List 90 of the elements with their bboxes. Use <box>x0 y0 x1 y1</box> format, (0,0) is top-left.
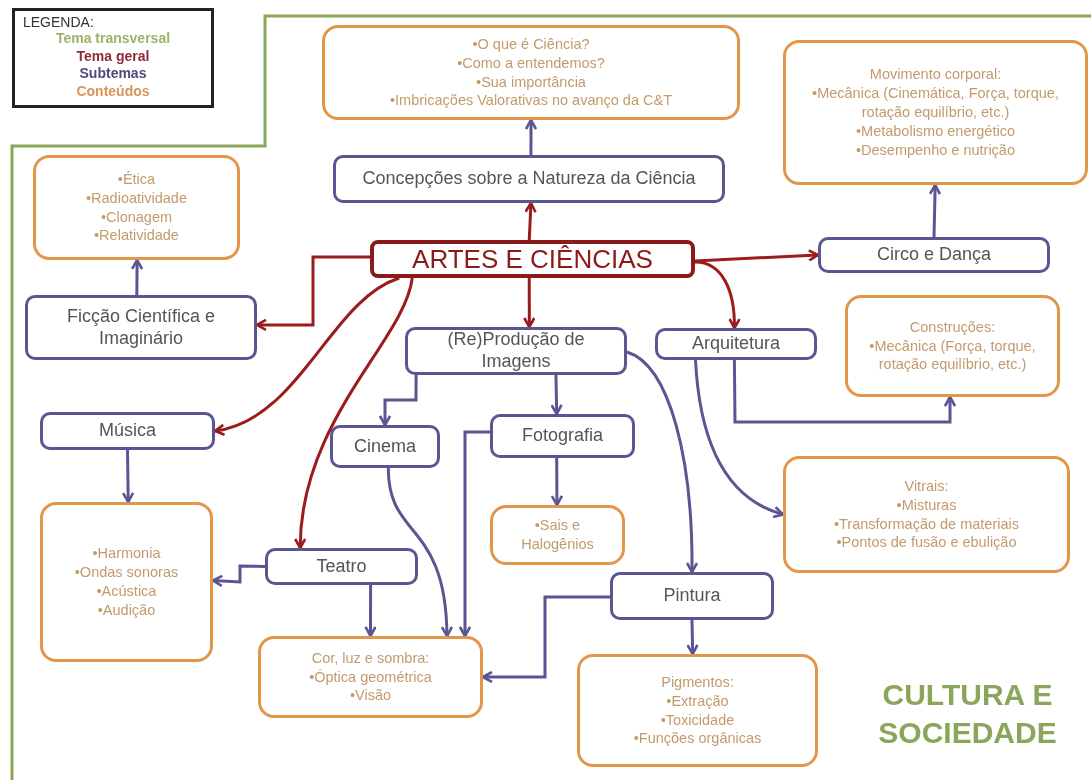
content-text: •Misturas <box>896 495 957 515</box>
subtheme-box <box>40 412 215 450</box>
main-theme-box <box>370 240 695 278</box>
subtheme-box <box>265 548 418 585</box>
subtheme-label: Música <box>99 420 156 442</box>
arrow <box>928 183 942 238</box>
subtheme-label: Fotografia <box>521 425 603 447</box>
content-text: •Metabolismo energético <box>856 121 1015 141</box>
arrow <box>130 258 144 295</box>
content-box <box>845 295 1060 397</box>
content-text: •Harmonia <box>92 544 161 564</box>
content-box <box>783 40 1088 185</box>
cross-theme-title: CULTURA E SOCIEDADE <box>877 677 1058 751</box>
arrow <box>694 249 820 263</box>
content-text: •Clonagem <box>100 207 173 227</box>
content-text: •Óptica geométrica <box>309 667 432 687</box>
content-text: •Pontos de fusão e ebulição <box>836 533 1017 553</box>
content-text: •Como a entendemos? <box>457 53 605 73</box>
content-text: Pigmentos: <box>661 672 734 692</box>
arrow <box>364 585 377 638</box>
content-box <box>33 155 240 260</box>
subtheme-box <box>405 327 627 375</box>
subtheme-box <box>330 425 440 468</box>
subtheme-box <box>655 328 817 360</box>
content-text: Movimento corporal: <box>869 65 1002 85</box>
arrow <box>550 458 564 507</box>
arrow <box>378 375 418 427</box>
arrow <box>686 619 699 656</box>
content-box <box>490 505 625 565</box>
content-box <box>40 502 213 662</box>
subtheme-label: Teatro <box>316 555 367 578</box>
content-text: •Visão <box>349 686 392 706</box>
content-text: •Toxicidade <box>660 710 735 730</box>
arrow <box>458 430 490 638</box>
arrow <box>523 278 536 329</box>
content-text: •Acústica <box>96 582 157 601</box>
arrow <box>211 564 266 588</box>
content-text: •Sua importância <box>476 72 586 92</box>
subtheme-box <box>25 295 257 360</box>
content-text: •Funções orgânicas <box>633 729 762 749</box>
legend-entry: Tema geral <box>75 47 151 65</box>
legend-entry: Tema transversal <box>54 30 172 48</box>
content-text: Vitrais: <box>904 476 949 496</box>
arrow <box>481 595 610 684</box>
content-text: •Relatividade <box>94 226 179 246</box>
content-text: •Mecânica (Força, torque, rotação equilíbrio, etc.) <box>868 336 1037 375</box>
content-text: •Sais e Halogênios <box>520 516 595 554</box>
content-text: •Radioatividade <box>86 188 187 208</box>
subtheme-label: (Re)Produção de Imagens <box>446 329 586 373</box>
content-text: Cor, luz e sombra: <box>311 648 430 668</box>
arrow <box>213 276 400 436</box>
arrow <box>550 374 563 416</box>
legend-entry: Conteúdos <box>75 82 151 100</box>
arrow <box>732 360 957 424</box>
subtheme-label: Arquitetura <box>691 333 781 355</box>
arrow <box>121 449 135 504</box>
arrow <box>524 201 537 241</box>
content-text: •Mecânica (Cinemática, Força, torque, rotação equilíbrio, etc.) <box>811 84 1060 122</box>
legend-title: LEGENDA: <box>23 14 95 30</box>
content-box <box>322 25 740 120</box>
legend-entry: Subtemas <box>78 65 148 83</box>
subtheme-box <box>818 237 1050 273</box>
content-text: •Ética <box>117 169 156 189</box>
content-text: •Audição <box>97 600 156 620</box>
arrow <box>694 359 785 518</box>
content-text: •O que é Ciência? <box>472 34 590 54</box>
arrow <box>694 260 741 330</box>
arrow <box>524 118 538 155</box>
content-box <box>783 456 1070 573</box>
subtheme-box <box>490 414 635 458</box>
content-text: •Desempenho e nutrição <box>855 140 1015 160</box>
subtheme-label: Ficção Científica e Imaginário <box>65 305 217 350</box>
content-text: •Imbricações Valorativas no avanço da C&T <box>389 91 673 111</box>
content-text: •Extração <box>666 691 729 711</box>
content-text: Construções: <box>909 317 996 337</box>
content-text: •Ondas sonoras <box>74 563 179 582</box>
arrow <box>294 277 414 550</box>
subtheme-label: Cinema <box>354 435 416 458</box>
subtheme-box <box>333 155 725 203</box>
content-box <box>258 636 483 718</box>
subtheme-box <box>610 572 774 620</box>
content-box <box>577 654 818 767</box>
arrow <box>255 255 370 332</box>
main-theme-label: ARTES E CIÊNCIAS <box>412 243 653 275</box>
subtheme-label: Concepções sobre a Natureza da Ciência <box>362 168 696 190</box>
content-text: •Transformação de materiais <box>833 514 1020 534</box>
subtheme-label: Circo e Dança <box>876 244 991 266</box>
arrow <box>386 467 453 638</box>
arrow <box>626 350 699 574</box>
subtheme-label: Pintura <box>663 585 721 607</box>
